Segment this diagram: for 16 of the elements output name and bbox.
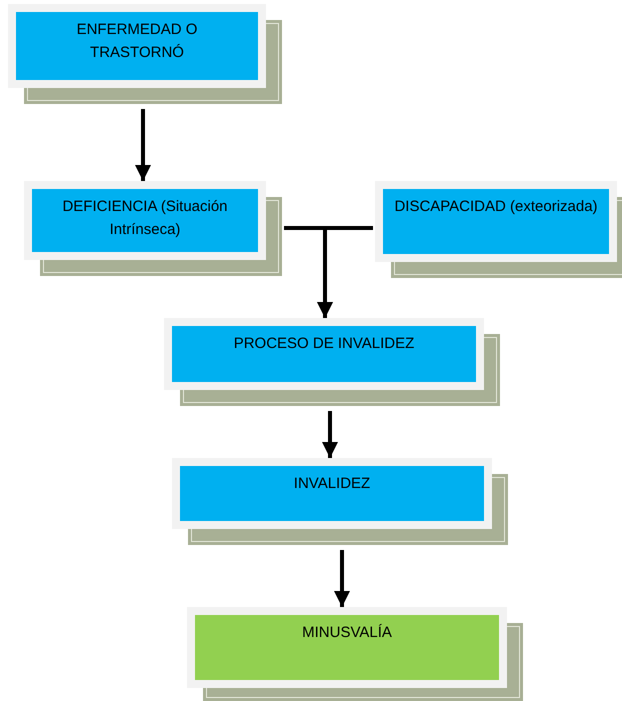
process-box bbox=[172, 458, 492, 529]
arrow bbox=[334, 550, 350, 607]
process-box bbox=[8, 4, 266, 88]
box-label: DEFICIENCIA (Situación Intrínseca) bbox=[61, 197, 229, 240]
box-label: MINUSVALÍA bbox=[302, 623, 392, 643]
arrow bbox=[317, 226, 373, 318]
box-label: DISCAPACIDAD (exteorizada) bbox=[394, 197, 598, 217]
arrow bbox=[322, 411, 338, 458]
process-box bbox=[164, 318, 484, 390]
box-label: PROCESO DE INVALIDEZ bbox=[234, 334, 414, 354]
box-label: INVALIDEZ bbox=[294, 474, 370, 494]
box-label: ENFERMEDAD O TRASTORNÓ bbox=[76, 20, 198, 63]
process-box bbox=[24, 181, 266, 260]
arrow bbox=[135, 109, 151, 181]
process-box bbox=[375, 181, 617, 262]
process-box bbox=[187, 607, 507, 688]
